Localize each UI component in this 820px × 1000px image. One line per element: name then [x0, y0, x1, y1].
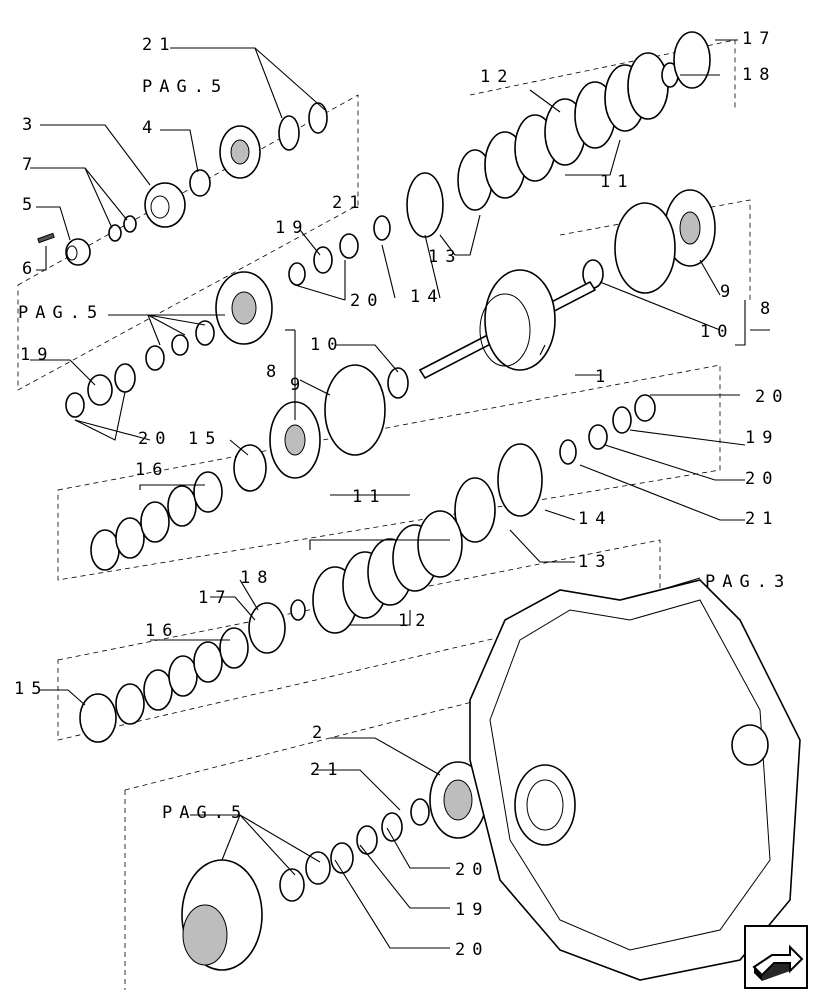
callout-21: 21 [310, 760, 344, 780]
callout-12: 12 [398, 611, 432, 631]
callout-12: 12 [480, 67, 514, 87]
callout-11: 11 [600, 172, 634, 192]
callout-labels: 21 3 4 7 5 6 12 17 18 11 21 19 13 14 20 … [14, 29, 791, 960]
callout-19: 19 [455, 900, 489, 920]
leader-lines [30, 39, 770, 949]
page-ref-3: PAG.3 [705, 572, 791, 592]
callout-17: 17 [198, 588, 232, 608]
callout-19: 19 [745, 428, 779, 448]
callout-8: 8 [266, 362, 283, 382]
callout-20: 20 [455, 860, 489, 880]
next-page-arrow-icon [752, 944, 804, 981]
callout-8: 8 [760, 299, 777, 319]
callout-15: 15 [14, 679, 48, 699]
callout-20: 20 [745, 469, 779, 489]
main-shaft [387, 269, 597, 399]
callout-1: 1 [595, 367, 612, 387]
callout-9: 9 [720, 282, 737, 302]
shaft-group-top [37, 102, 444, 371]
callout-18: 18 [742, 65, 776, 85]
callout-14: 14 [410, 287, 444, 307]
page-ref-5: PAG.5 [18, 303, 104, 323]
callout-20: 20 [350, 291, 384, 311]
callout-19: 19 [275, 218, 309, 238]
clutch-pack-top [457, 31, 716, 294]
callout-2: 2 [312, 723, 329, 743]
callout-18: 18 [240, 568, 274, 588]
callout-11: 11 [352, 487, 386, 507]
callout-14: 14 [578, 509, 612, 529]
callout-21: 21 [332, 193, 366, 213]
callout-13: 13 [428, 247, 462, 267]
callout-20: 20 [138, 429, 172, 449]
callout-16: 16 [145, 621, 179, 641]
callout-7: 7 [22, 155, 39, 175]
callout-15: 15 [188, 429, 222, 449]
callout-20: 20 [455, 940, 489, 960]
callout-21: 21 [745, 509, 779, 529]
next-page-button[interactable] [744, 925, 808, 989]
callout-9: 9 [290, 375, 307, 395]
page-ref-5: PAG.5 [142, 77, 228, 97]
callout-19: 19 [20, 345, 54, 365]
callout-17: 17 [742, 29, 776, 49]
callout-4: 4 [142, 118, 159, 138]
callout-20: 20 [755, 387, 789, 407]
transmission-housing [469, 579, 801, 981]
page-ref-5: PAG.5 [162, 803, 248, 823]
callout-10: 10 [700, 322, 734, 342]
shaft-group-bottom [181, 761, 487, 971]
callout-10: 10 [310, 335, 344, 355]
callout-16: 16 [135, 460, 169, 480]
callout-13: 13 [578, 552, 612, 572]
clutch-pack-lower [79, 510, 463, 743]
callout-5: 5 [22, 195, 39, 215]
callout-3: 3 [22, 115, 39, 135]
callout-6: 6 [22, 259, 39, 279]
callout-21: 21 [142, 35, 176, 55]
shaft-group-middle [65, 363, 656, 571]
